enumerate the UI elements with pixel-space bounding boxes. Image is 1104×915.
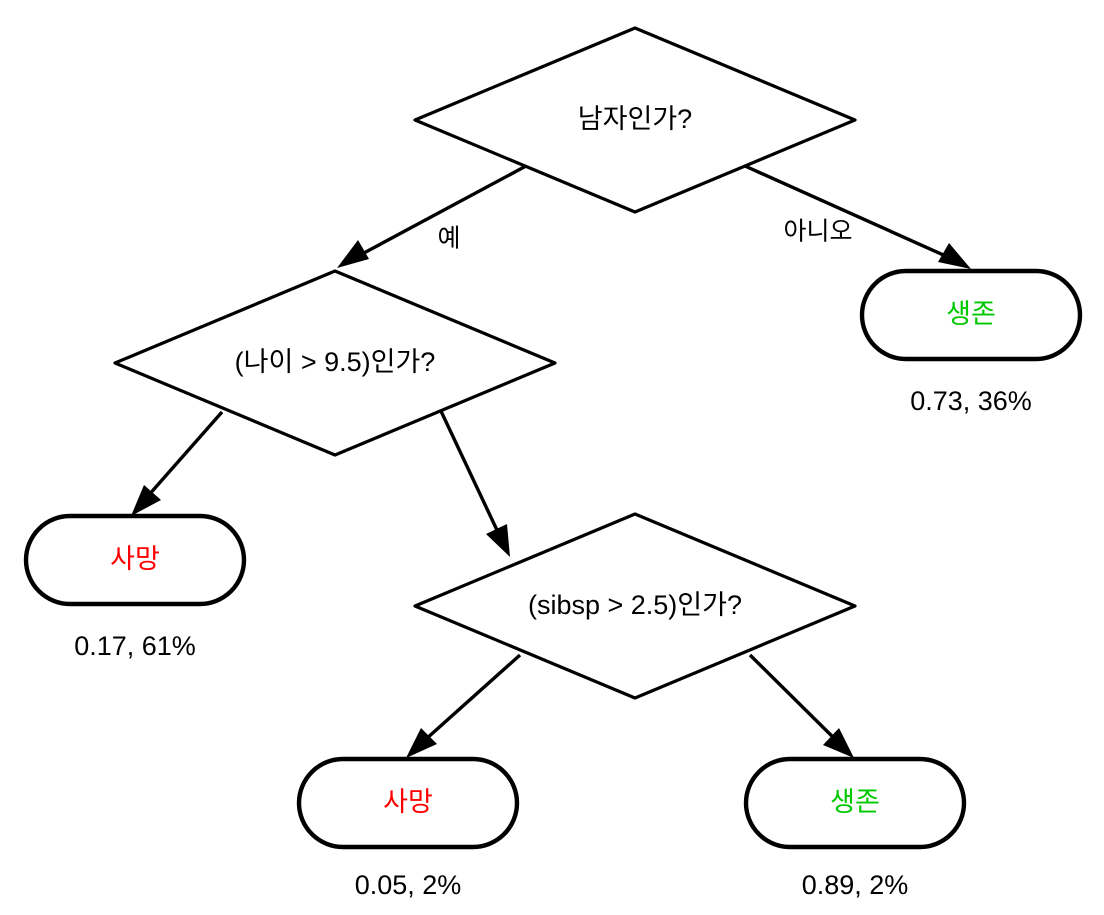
- edge-age-to-death-left: [131, 410, 224, 516]
- node-sibsp-decision[interactable]: (sibsp > 2.5)인가?: [413, 512, 857, 700]
- edge-sibsp-to-death-bottom: [406, 653, 522, 758]
- leaf-shape-survive-bottom: [743, 756, 967, 850]
- leaf-label-survive-right: 생존: [946, 299, 996, 329]
- arrowhead-root-no: [938, 243, 971, 269]
- leaf-caption-survive-right: 0.73, 36%: [910, 386, 1032, 416]
- edge-label-no: 아니오: [783, 218, 852, 246]
- leaf-caption-death-left: 0.17, 61%: [74, 631, 196, 661]
- node-sibsp-label: (sibsp > 2.5)인가?: [528, 590, 742, 620]
- edge-root-to-age-split: [337, 164, 527, 268]
- arrowhead-age-left: [131, 485, 161, 516]
- leaf-label-survive-bottom: 생존: [830, 787, 880, 817]
- arrowhead-sibsp-left: [406, 728, 437, 758]
- node-leaf-survive-bottom[interactable]: 생존 0.89, 2%: [743, 756, 967, 900]
- leaf-label-death-left: 사망: [110, 544, 160, 574]
- node-leaf-death-bottom[interactable]: 사망 0.05, 2%: [296, 756, 520, 900]
- node-leaf-death-left[interactable]: 사망 0.17, 61%: [23, 513, 247, 661]
- edge-root-to-survive-right: [744, 164, 971, 269]
- diamond-shape-sibsp: [413, 512, 857, 700]
- leaf-label-death-bottom: 사망: [383, 787, 433, 817]
- leaf-caption-death-bottom: 0.05, 2%: [355, 870, 462, 900]
- diamond-shape-root: [413, 26, 857, 214]
- arrowhead-sibsp-right: [823, 728, 854, 758]
- edge-line-root-yes: [348, 164, 527, 263]
- leaf-shape-death-bottom: [296, 756, 520, 850]
- node-leaf-survive-right[interactable]: 생존 0.73, 36%: [859, 268, 1083, 416]
- arrowhead-root-yes: [337, 240, 369, 268]
- edge-line-root-no: [744, 164, 960, 264]
- node-root-label: 남자인가?: [578, 104, 692, 134]
- diamond-shape-age: [113, 269, 557, 457]
- edge-sibsp-to-survive-bottom: [748, 653, 854, 758]
- node-age-decision[interactable]: (나이 > 9.5)인가?: [113, 269, 557, 457]
- edge-age-to-sibsp: [438, 408, 510, 557]
- node-root-decision[interactable]: 남자인가?: [413, 26, 857, 214]
- edge-line-age-right: [438, 408, 506, 546]
- leaf-caption-survive-bottom: 0.89, 2%: [802, 870, 909, 900]
- leaf-shape-death-left: [23, 513, 247, 607]
- leaf-shape-survive-right: [859, 268, 1083, 362]
- edge-line-age-left: [138, 410, 224, 507]
- edge-line-sibsp-right: [748, 653, 846, 750]
- edge-label-yes: 예: [437, 225, 460, 253]
- edge-line-sibsp-left: [414, 653, 522, 750]
- node-age-label: (나이 > 9.5)인가?: [235, 347, 436, 377]
- arrowhead-age-right: [486, 524, 510, 557]
